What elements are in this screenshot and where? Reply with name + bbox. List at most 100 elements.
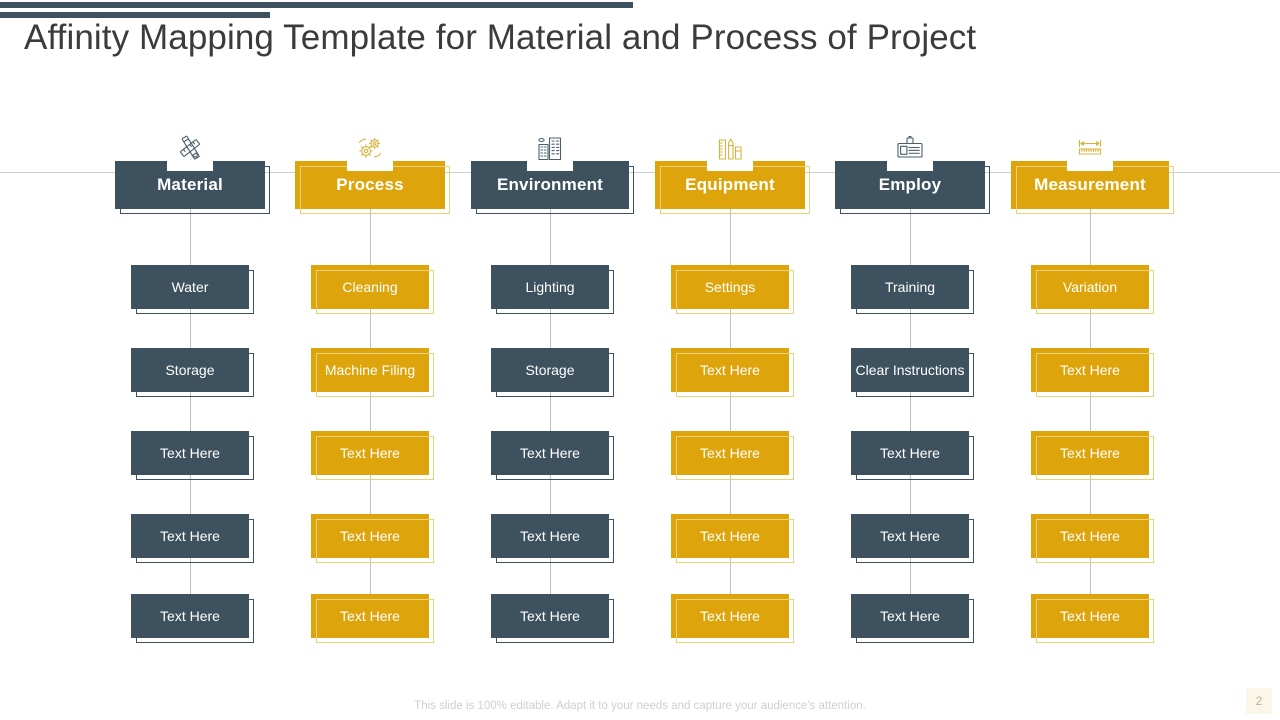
column-header-label: Measurement: [1034, 175, 1146, 195]
connector-line: [550, 309, 551, 348]
connector-line: [730, 209, 731, 265]
affinity-card-label: Text Here: [1060, 527, 1120, 544]
affinity-card-label: Variation: [1062, 278, 1118, 295]
affinity-card-label: Text Here: [1060, 361, 1120, 378]
connector-line: [190, 309, 191, 348]
affinity-card[interactable]: Text Here: [671, 514, 794, 563]
affinity-card[interactable]: Text Here: [491, 594, 614, 643]
footer-note: This slide is 100% editable. Adapt it to…: [414, 700, 866, 712]
affinity-card-label: Settings: [704, 278, 756, 295]
affinity-card-label: Text Here: [340, 444, 400, 461]
affinity-card[interactable]: Text Here: [131, 514, 254, 563]
connector-line: [730, 392, 731, 431]
affinity-card[interactable]: Text Here: [311, 514, 434, 563]
connector-line: [190, 475, 191, 514]
affinity-card-label: Water: [171, 278, 209, 295]
affinity-card[interactable]: Text Here: [851, 514, 974, 563]
dimension-ruler-icon: [1067, 125, 1113, 171]
connector-line: [550, 209, 551, 265]
affinity-card[interactable]: Text Here: [1031, 348, 1154, 397]
affinity-card-label: Text Here: [880, 527, 940, 544]
affinity-card[interactable]: Text Here: [491, 431, 614, 480]
affinity-card[interactable]: Text Here: [851, 431, 974, 480]
affinity-card[interactable]: Text Here: [491, 514, 614, 563]
top-accent-bar-short: [0, 12, 270, 18]
affinity-card-label: Text Here: [700, 361, 760, 378]
affinity-card[interactable]: Clear Instructions: [851, 348, 974, 397]
connector-line: [910, 558, 911, 594]
affinity-card-label: Text Here: [520, 607, 580, 624]
page-number-badge: 2: [1246, 688, 1272, 714]
affinity-card[interactable]: Text Here: [1031, 514, 1154, 563]
connector-line: [550, 475, 551, 514]
affinity-card-label: Cleaning: [342, 278, 398, 295]
affinity-card-label: Storage: [525, 361, 575, 378]
measuring-tools-icon: [707, 125, 753, 171]
page-title: Affinity Mapping Template for Material a…: [24, 18, 977, 57]
column-header-measurement[interactable]: Measurement: [1011, 161, 1174, 214]
affinity-card[interactable]: Variation: [1031, 265, 1154, 314]
affinity-card-label: Machine Filing: [324, 361, 416, 378]
affinity-card[interactable]: Text Here: [131, 594, 254, 643]
affinity-card-label: Text Here: [520, 444, 580, 461]
connector-line: [550, 392, 551, 431]
affinity-card[interactable]: Machine Filing: [311, 348, 434, 397]
id-badge-icon: [887, 125, 933, 171]
affinity-card-label: Text Here: [880, 444, 940, 461]
affinity-card-label: Lighting: [525, 278, 575, 295]
connector-line: [1090, 309, 1091, 348]
connector-line: [550, 558, 551, 594]
affinity-card-label: Text Here: [1060, 607, 1120, 624]
affinity-card[interactable]: Text Here: [311, 594, 434, 643]
connector-line: [730, 309, 731, 348]
affinity-card-label: Text Here: [340, 527, 400, 544]
affinity-card[interactable]: Water: [131, 265, 254, 314]
affinity-card[interactable]: Text Here: [131, 431, 254, 480]
connector-line: [910, 392, 911, 431]
connector-line: [370, 475, 371, 514]
column-header-label: Environment: [496, 175, 604, 195]
affinity-card[interactable]: Storage: [131, 348, 254, 397]
connector-line: [370, 309, 371, 348]
column-header-label: Material: [157, 175, 223, 195]
affinity-card[interactable]: Settings: [671, 265, 794, 314]
connector-line: [910, 209, 911, 265]
connector-line: [910, 475, 911, 514]
buildings-icon: [527, 125, 573, 171]
connector-line: [730, 558, 731, 594]
affinity-card[interactable]: Cleaning: [311, 265, 434, 314]
affinity-card-label: Text Here: [700, 527, 760, 544]
pencil-ruler-icon: [167, 125, 213, 171]
connector-line: [190, 558, 191, 594]
affinity-card-label: Text Here: [160, 607, 220, 624]
affinity-card-label: Training: [884, 278, 936, 295]
header-rail-line: [0, 172, 1280, 173]
affinity-card-label: Text Here: [700, 444, 760, 461]
affinity-card[interactable]: Text Here: [1031, 594, 1154, 643]
column-header-label: Employ: [878, 175, 942, 195]
affinity-card[interactable]: Text Here: [671, 594, 794, 643]
connector-line: [190, 392, 191, 431]
affinity-card-label: Text Here: [700, 607, 760, 624]
affinity-card[interactable]: Text Here: [671, 348, 794, 397]
gears-icon: [347, 125, 393, 171]
affinity-card-label: Text Here: [520, 527, 580, 544]
column-header-label: Equipment: [685, 175, 775, 195]
affinity-card-label: Text Here: [160, 527, 220, 544]
affinity-card[interactable]: Training: [851, 265, 974, 314]
connector-line: [1090, 558, 1091, 594]
connector-line: [370, 392, 371, 431]
affinity-card[interactable]: Storage: [491, 348, 614, 397]
connector-line: [370, 558, 371, 594]
connector-line: [910, 309, 911, 348]
column-header-label: Process: [336, 175, 404, 195]
connector-line: [730, 475, 731, 514]
affinity-card[interactable]: Lighting: [491, 265, 614, 314]
affinity-card[interactable]: Text Here: [671, 431, 794, 480]
affinity-card-label: Text Here: [880, 607, 940, 624]
top-accent-bar-right: [270, 2, 633, 8]
affinity-card[interactable]: Text Here: [1031, 431, 1154, 480]
affinity-card[interactable]: Text Here: [851, 594, 974, 643]
affinity-card[interactable]: Text Here: [311, 431, 434, 480]
connector-line: [1090, 392, 1091, 431]
